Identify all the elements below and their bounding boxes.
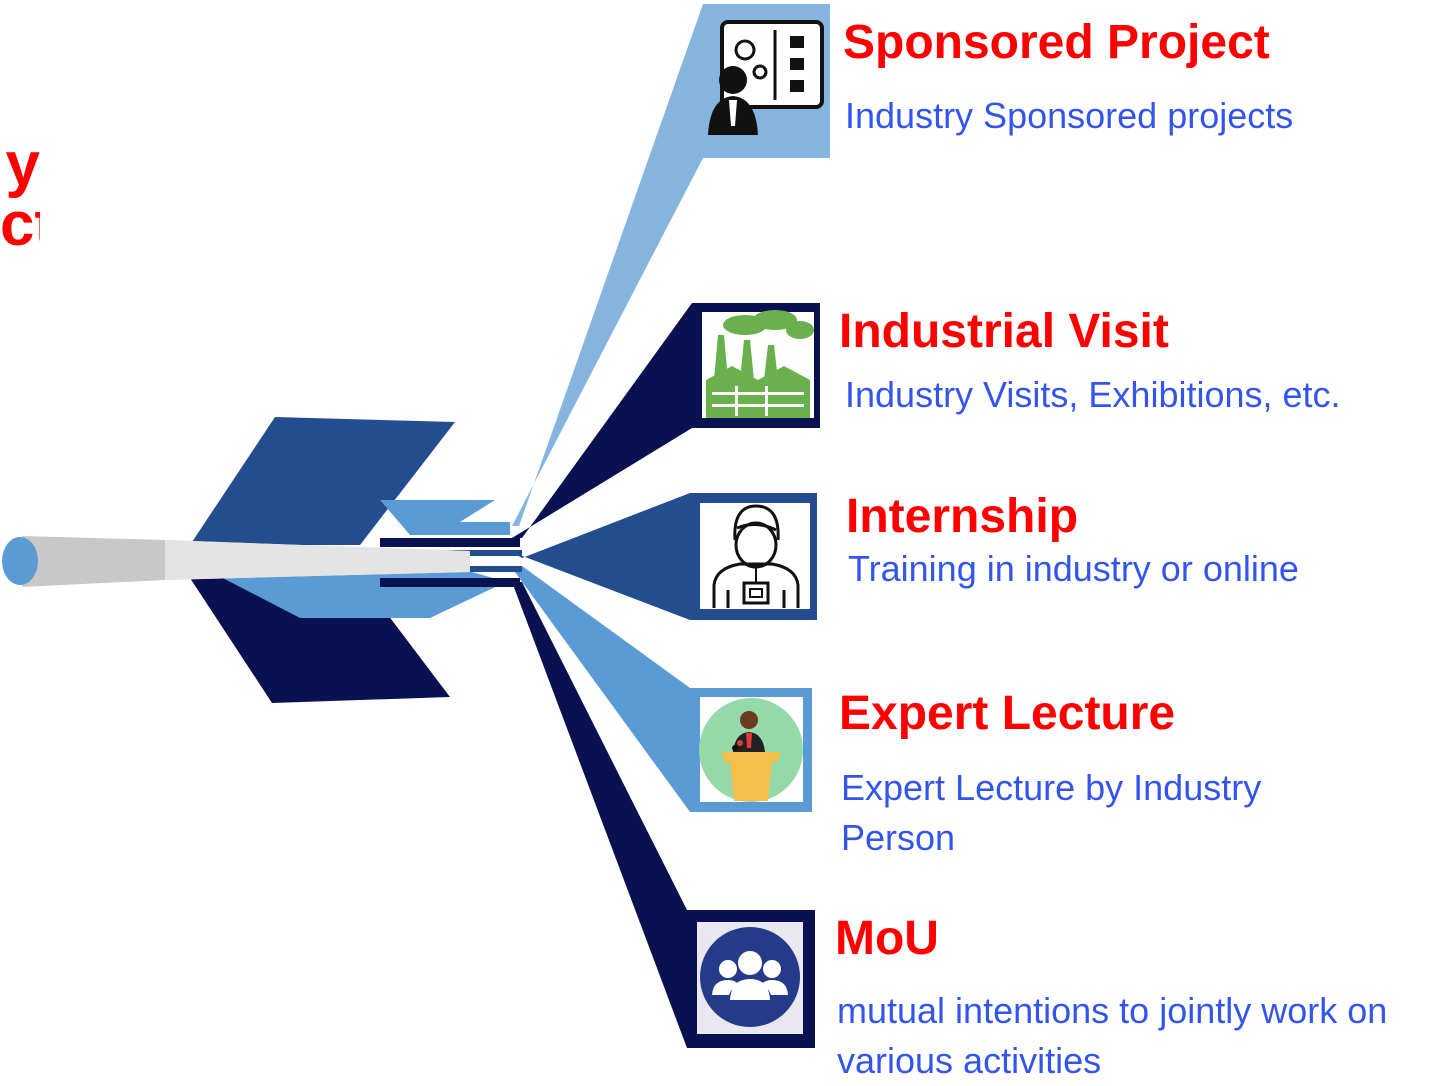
dart-shaft-light xyxy=(165,540,470,580)
dart-fin-upper xyxy=(190,417,455,545)
dart-stripe-4 xyxy=(380,578,520,587)
dart-arrow xyxy=(2,417,522,703)
item-desc-sponsored: Industry Sponsored projects xyxy=(845,95,1294,136)
item-desc-mou: mutual intentions to jointly work on var… xyxy=(837,990,1388,1081)
dart-wing-top xyxy=(380,500,510,535)
item-title-visit: Industrial Visit xyxy=(839,305,1169,358)
group-people-icon xyxy=(697,922,803,1034)
factory-icon xyxy=(702,310,814,418)
item-title-lecture: Expert Lecture xyxy=(839,687,1176,740)
dart-stripe-1 xyxy=(380,538,520,547)
item-desc-visit: Industry Visits, Exhibitions, etc. xyxy=(845,374,1341,415)
presentation-gears-icon xyxy=(703,6,825,156)
item-desc-lecture: Expert Lecture by Industry Person xyxy=(841,767,1262,858)
cut-off-title-line-1: y xyxy=(5,135,40,199)
dart-tip xyxy=(2,537,38,585)
cut-off-title-line-2: ct xyxy=(0,190,40,256)
speaker-podium-icon xyxy=(699,697,803,802)
dart-fin-lower xyxy=(190,578,450,703)
dart-stripe-3 xyxy=(430,566,522,572)
cut-off-title: y ct xyxy=(0,135,40,255)
dart-stripe-2 xyxy=(430,550,522,556)
person-badge-icon xyxy=(700,503,810,609)
item-title-sponsored: Sponsored Project xyxy=(843,16,1270,69)
item-desc-internship: Training in industry or online xyxy=(848,548,1299,589)
item-title-internship: Internship xyxy=(846,490,1079,543)
item-title-mou: MoU xyxy=(835,912,939,965)
